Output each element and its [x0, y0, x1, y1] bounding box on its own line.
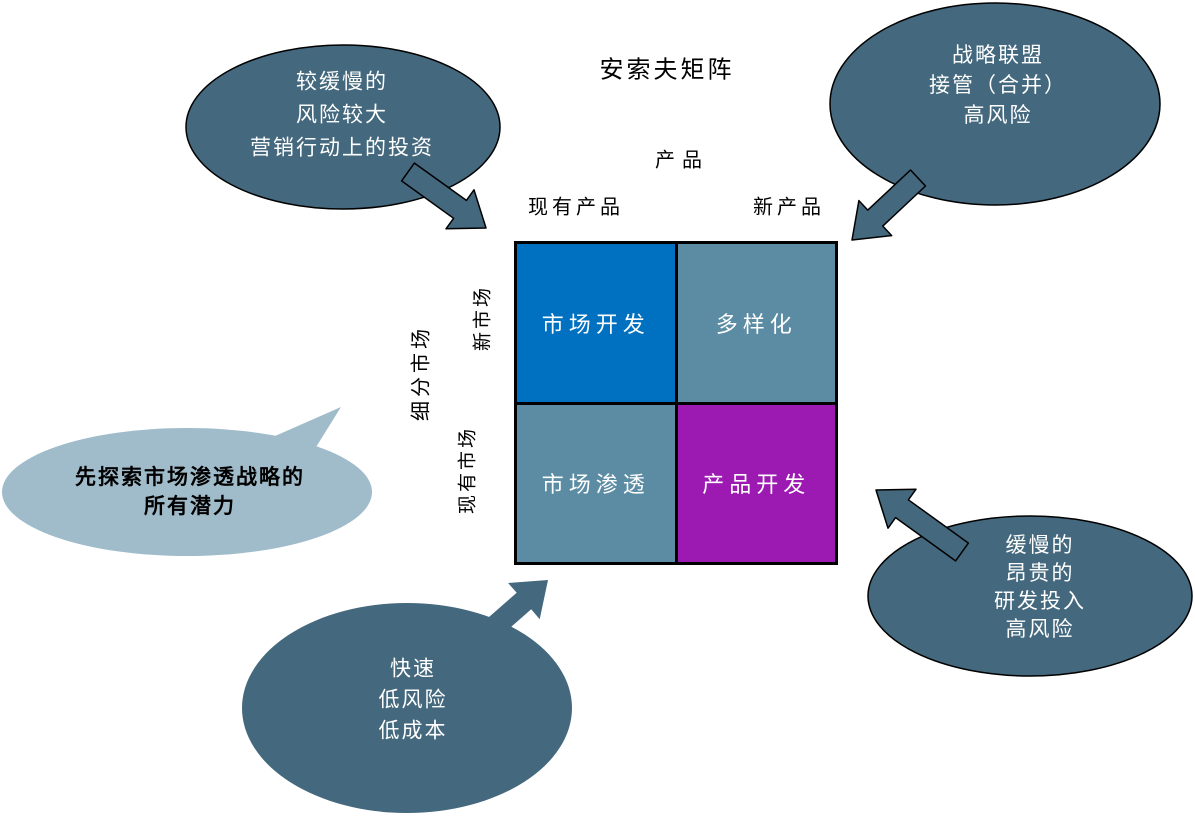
- callout-line: 营销行动上的投资: [250, 135, 434, 160]
- callout-line: 接管（合并）: [929, 73, 1067, 97]
- callout-line: 低风险: [378, 687, 448, 712]
- product-axis-label: 产品: [655, 147, 709, 172]
- callout-line: 研发投入: [994, 589, 1086, 613]
- callout-top-right-text: 战略联盟 接管（合并） 高风险: [929, 40, 1067, 130]
- callout-line: 高风险: [1005, 617, 1075, 641]
- cell-product-development-label: 产品开发: [702, 473, 811, 499]
- callout-arrow-bottom-left: [460, 580, 548, 659]
- speech-bubble-text: 先探索市场渗透战略的 所有潜力: [75, 462, 305, 520]
- column-existing-products-label: 现有产品: [528, 194, 624, 219]
- row-existing-market-label: 现有市场: [456, 425, 479, 515]
- callout-line: 缓慢的: [1005, 533, 1075, 557]
- callout-line: 低成本: [378, 718, 448, 743]
- diagram-title: 安索夫矩阵: [599, 55, 735, 84]
- callout-top-left-text: 较缓慢的 风险较大 营销行动上的投资: [250, 66, 434, 165]
- callout-bottom-right-text: 缓慢的 昂贵的 研发投入 高风险: [994, 531, 1086, 643]
- callout-line: 较缓慢的: [296, 69, 388, 94]
- callout-arrow-top-right: [851, 169, 927, 241]
- row-new-market-label: 新市场: [471, 284, 494, 352]
- column-new-products-label: 新产品: [753, 194, 825, 219]
- callout-line: 高风险: [963, 103, 1033, 127]
- cell-market-penetration-label: 市场渗透: [541, 473, 650, 499]
- callout-arrow-bottom-right: [875, 488, 970, 562]
- callout-line: 快速: [390, 656, 436, 681]
- cell-product-development: 产品开发: [677, 404, 835, 562]
- cell-market-development: 市场开发: [517, 244, 675, 402]
- callout-bottom-left-text: 快速 低风险 低成本: [379, 654, 448, 747]
- speech-bubble-line: 先探索市场渗透战略的: [75, 464, 305, 489]
- cell-market-development-label: 市场开发: [541, 312, 650, 338]
- callout-arrow-top-left: [400, 162, 487, 230]
- market-segment-axis-label: 细分市场: [408, 325, 433, 421]
- ansoff-matrix-grid: 市场开发 多样化 市场渗透 产品开发: [514, 241, 838, 565]
- callout-top-right-ellipse: [829, 2, 1161, 206]
- callout-bottom-left-ellipse: [242, 603, 572, 813]
- callout-line: 战略联盟: [952, 43, 1044, 67]
- callout-line: 风险较大: [296, 102, 388, 127]
- speech-bubble-ellipse: [2, 428, 372, 556]
- speech-bubble-line: 所有潜力: [144, 493, 236, 518]
- callout-line: 昂贵的: [1005, 561, 1075, 585]
- cell-diversification-label: 多样化: [715, 312, 797, 338]
- cell-market-penetration: 市场渗透: [517, 404, 675, 562]
- cell-diversification: 多样化: [677, 244, 835, 402]
